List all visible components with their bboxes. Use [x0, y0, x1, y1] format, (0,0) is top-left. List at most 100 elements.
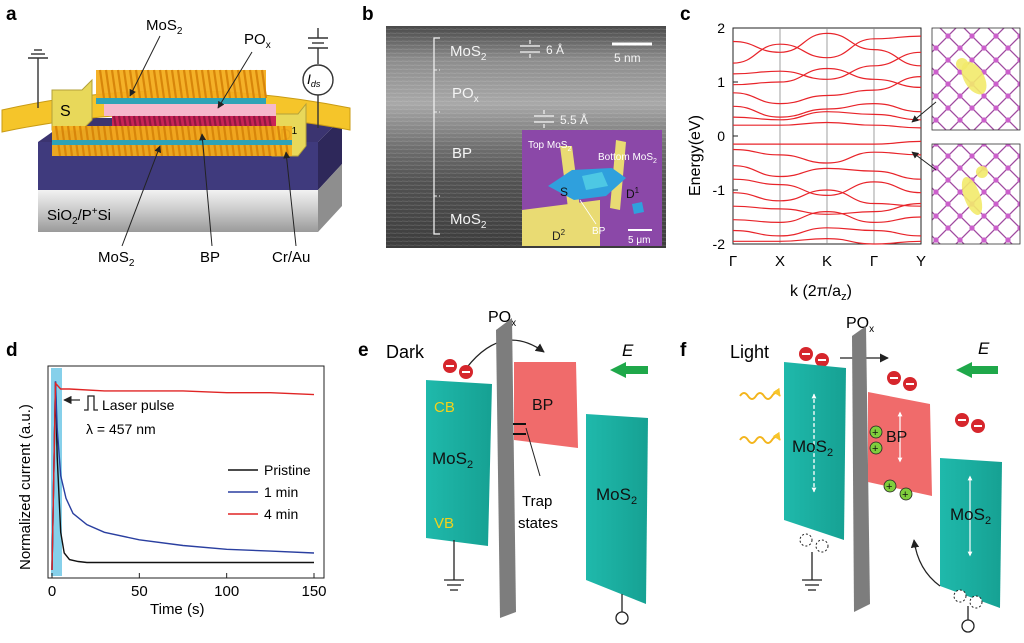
- band-line: [732, 121, 922, 129]
- f-bp-label: BP: [886, 429, 907, 446]
- source-label: S: [60, 103, 71, 120]
- cb-label: CB: [434, 399, 455, 416]
- decay-x-ticks: 0 50 100 150: [48, 573, 327, 600]
- mos2-top-label: MoS2: [146, 17, 183, 37]
- orbital-inset-top: [931, 27, 1021, 131]
- f-pox-barrier: [852, 326, 870, 612]
- panel-f-letter: f: [680, 340, 687, 361]
- decay-xlabel: Time (s): [150, 601, 204, 618]
- e-electrons: [443, 359, 473, 379]
- decay-x-tick: 150: [301, 583, 326, 600]
- band-line: [732, 148, 922, 164]
- panel-b: b MoS2 POx BP MoS2 6 Å 5.5 Å 5 nm: [362, 4, 666, 248]
- band-line: [732, 51, 922, 80]
- svg-text:+: +: [902, 489, 908, 501]
- e-bp-band: [514, 362, 578, 448]
- rod: [158, 69, 166, 99]
- e-mos2-right-label: MoS2: [596, 485, 637, 507]
- rod: [218, 69, 226, 99]
- mos2-bottom-label: MoS2: [98, 249, 135, 269]
- f-pox-label: POx: [846, 315, 874, 335]
- laser-label: Laser pulse: [102, 397, 175, 413]
- band-line: [733, 237, 922, 245]
- band-x-tick: Γ: [729, 253, 737, 270]
- band-line: [732, 227, 922, 237]
- inset-d2-label: D2: [552, 228, 566, 243]
- rod: [188, 69, 196, 99]
- tem-mos2-bottom: MoS2: [450, 211, 487, 231]
- f-holes-left: [799, 533, 829, 553]
- tem-mos2-top: MoS2: [450, 43, 487, 63]
- voltage-source-icon: [302, 28, 334, 128]
- band-line: [732, 76, 922, 105]
- e-pox-label: POx: [488, 309, 516, 329]
- rod: [260, 69, 268, 99]
- rod: [140, 69, 148, 99]
- band-x-tick: X: [775, 253, 785, 270]
- e-mos2-left-label: MoS2: [432, 449, 473, 471]
- f-mos2-right-label: MoS2: [950, 505, 991, 527]
- f-mos2-left-band: [784, 362, 846, 540]
- series-line: [51, 381, 315, 571]
- legend-label: 1 min: [264, 484, 298, 500]
- pulse-icon: [84, 395, 98, 411]
- e-bp-label: BP: [532, 397, 553, 414]
- legend-label: 4 min: [264, 506, 298, 522]
- band-line: [732, 178, 922, 197]
- wavelength-label: λ = 457 nm: [86, 421, 156, 437]
- band-line: [732, 67, 922, 88]
- rod: [242, 69, 250, 99]
- e-mos2-left-band: [426, 380, 492, 546]
- band-y-tick: 0: [717, 128, 725, 144]
- f-mos2-right-band: [940, 458, 1002, 608]
- dark-label: Dark: [386, 342, 425, 362]
- e-field-label: E: [622, 341, 634, 360]
- rod: [152, 69, 160, 99]
- panel-c-letter: c: [680, 4, 691, 25]
- band-line: [732, 32, 922, 67]
- band-x-tick: Y: [916, 253, 926, 270]
- band-ylabel: Energy(eV): [687, 115, 704, 196]
- band-y-tick: -1: [713, 182, 726, 198]
- rod: [254, 69, 262, 99]
- trap-label-1: Trap: [522, 493, 552, 510]
- rod: [182, 69, 190, 99]
- band-lines: [732, 32, 922, 245]
- light-label: Light: [730, 342, 769, 362]
- rod: [230, 69, 238, 99]
- band-y-ticks: 210-1-2: [713, 20, 738, 252]
- panel-a: a SiO2/P+Si S D1: [1, 4, 351, 269]
- f-probe-icon: [961, 619, 975, 633]
- rod: [110, 69, 118, 99]
- rod: [98, 69, 106, 99]
- inset-scale-label: 5 μm: [628, 235, 650, 246]
- decay-x-tick: 100: [214, 583, 239, 600]
- layer-bracket: [433, 37, 440, 235]
- band-line: [732, 165, 922, 180]
- inset-bp-label: BP: [592, 226, 606, 237]
- rod: [164, 69, 172, 99]
- legend-label: Pristine: [264, 462, 311, 478]
- e-ground-icon: [444, 540, 464, 591]
- source-pad: [51, 78, 93, 131]
- trap-label-2: states: [518, 515, 558, 532]
- bp-label: BP: [200, 249, 220, 266]
- rod: [224, 69, 232, 99]
- decay-x-tick: 50: [131, 583, 148, 600]
- rod: [134, 69, 142, 99]
- decay-ylabel: Normalized current (a.u.): [17, 404, 34, 570]
- e-probe-icon: [615, 611, 629, 625]
- series-line: [51, 381, 314, 571]
- spacing-mos2: 6 Å: [546, 42, 564, 57]
- decay-x-tick: 0: [48, 583, 56, 600]
- band-x-tick: K: [822, 253, 832, 270]
- f-field-arrow: [956, 362, 998, 378]
- band-line: [732, 111, 922, 121]
- tem-bp: BP: [452, 145, 472, 162]
- rod: [248, 69, 256, 99]
- scale-label: 5 nm: [614, 51, 641, 65]
- decay-legend: Pristine 1 min 4 min: [228, 462, 311, 522]
- f-field-label: E: [978, 339, 990, 358]
- mos2-bottom-layer: [52, 125, 292, 157]
